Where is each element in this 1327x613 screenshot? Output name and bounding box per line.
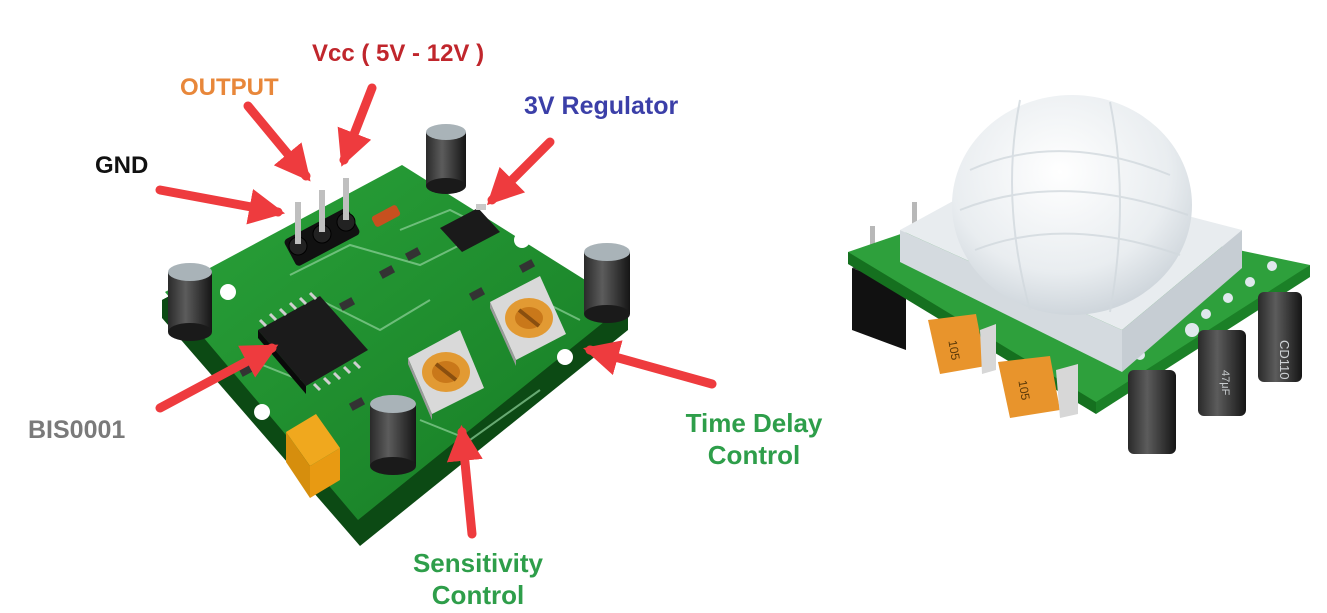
potentiometer-under-1: 105: [928, 314, 996, 374]
arrow-output: [243, 101, 311, 182]
bis0001-label: BIS0001: [28, 416, 126, 444]
time-delay-label-line1: Time Delay: [685, 408, 823, 438]
capacitor-under-2: [1198, 330, 1246, 416]
diode: [371, 205, 401, 227]
pot-marking-1: 105: [945, 339, 962, 361]
capacitor-right: [584, 243, 630, 323]
capacitor-under-3: CD110: [1258, 292, 1302, 382]
capacitor-left: [168, 263, 212, 341]
sensitivity-potentiometer: [408, 330, 484, 420]
mounting-hole: [514, 232, 530, 248]
mounting-hole: [220, 284, 236, 300]
arrow-bis0001: [155, 343, 279, 413]
annotation-arrows: [155, 83, 717, 539]
sensitivity-label: Sensitivity Control: [400, 550, 556, 608]
arrow-gnd: [155, 185, 286, 225]
bis0001-chip: [258, 291, 368, 394]
regulator-label: 3V Regulator: [524, 92, 679, 120]
trigger-jumper: [286, 414, 340, 498]
gnd-label: GND: [95, 152, 149, 179]
pir-module-right: 105 105 CD110 47μF: [848, 95, 1310, 454]
sensitivity-label-line1: Sensitivity: [412, 548, 544, 578]
mounting-hole: [557, 349, 573, 365]
fresnel-dome: [952, 95, 1192, 315]
capacitor-bottom: [370, 395, 416, 475]
capacitor-marking: CD110: [1277, 340, 1292, 380]
pin-header: [284, 178, 360, 266]
arrow-vcc: [337, 83, 377, 167]
pcb-board-left: [162, 124, 630, 546]
time-delay-label: Time Delay Control: [672, 410, 836, 468]
capacitor-under-1: [1128, 370, 1176, 454]
arrow-sensitivity: [446, 424, 483, 539]
mounting-hole: [254, 404, 270, 420]
arrow-regulator: [486, 137, 555, 206]
pot-marking-2: 105: [1015, 379, 1032, 401]
time-delay-label-line2: Control: [707, 440, 801, 470]
arrow-time-delay: [583, 340, 717, 389]
regulator-chip: [440, 204, 500, 252]
output-label: OUTPUT: [180, 74, 279, 101]
potentiometer-under-2: 105: [998, 356, 1078, 418]
vcc-label: Vcc ( 5V - 12V ): [312, 40, 485, 67]
time-delay-potentiometer: [490, 276, 566, 366]
capacitor-marking-2: 47μF: [1219, 370, 1231, 396]
sensitivity-label-line2: Control: [431, 580, 525, 610]
capacitor-top: [426, 124, 466, 194]
